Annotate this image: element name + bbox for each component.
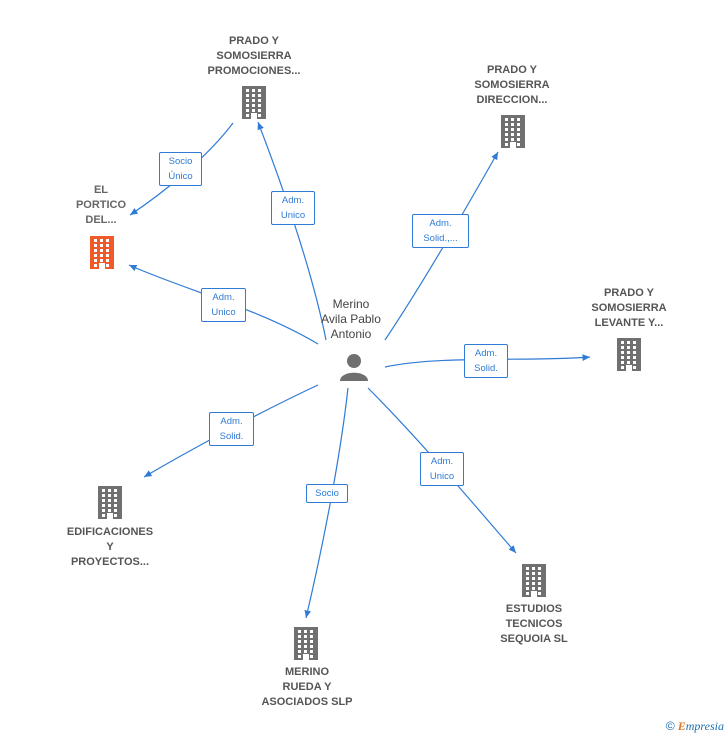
- building-icon[interactable]: [497, 114, 529, 148]
- edge-center-to-merino-rueda: [304, 387, 349, 619]
- relation-badge-edificaciones[interactable]: Adm. Solid.: [209, 412, 254, 446]
- relation-badge-prado-levante[interactable]: Adm. Solid.: [464, 344, 508, 378]
- company-label-edificaciones[interactable]: EDIFICACIONES Y PROYECTOS...: [66, 526, 154, 568]
- company-label-prado-direccion[interactable]: PRADO Y SOMOSIERRA DIRECCION...: [474, 64, 550, 106]
- company-label-el-portico[interactable]: EL PORTICO DEL...: [75, 184, 127, 226]
- building-icon[interactable]: [94, 485, 126, 519]
- building-icon[interactable]: [238, 85, 270, 119]
- person-icon[interactable]: [339, 352, 369, 382]
- empresia-footer[interactable]: © Empresia: [666, 719, 724, 734]
- center-person-label[interactable]: Merino Avila Pablo Antonio: [321, 297, 381, 341]
- relation-badge-prado-direccion[interactable]: Adm. Solid.,...: [412, 214, 469, 248]
- building-icon[interactable]: [86, 235, 118, 269]
- building-icon[interactable]: [290, 626, 322, 660]
- brand-initial: E: [677, 719, 686, 733]
- relation-badge-el-portico[interactable]: Socio Único: [159, 152, 202, 186]
- relation-badge-estudios[interactable]: Adm. Unico: [420, 452, 464, 486]
- relation-badge-merino-rueda[interactable]: Socio: [306, 484, 348, 503]
- copyright-icon: ©: [665, 719, 675, 733]
- company-label-merino-rueda[interactable]: MERINO RUEDA Y ASOCIADOS SLP: [261, 666, 353, 708]
- building-icon[interactable]: [518, 563, 550, 597]
- building-icon[interactable]: [613, 337, 645, 371]
- brand-name: mpresia: [685, 719, 724, 733]
- company-label-estudios[interactable]: ESTUDIOS TECNICOS SEQUOIA SL: [500, 603, 568, 645]
- relation-badge-el-portico[interactable]: Adm. Unico: [201, 288, 246, 322]
- relation-badge-prado-promociones[interactable]: Adm. Unico: [271, 191, 315, 225]
- company-label-prado-levante[interactable]: PRADO Y SOMOSIERRA LEVANTE Y...: [591, 287, 667, 329]
- edge-center-to-prado-promociones: [257, 121, 327, 341]
- company-label-prado-promociones[interactable]: PRADO Y SOMOSIERRA PROMOCIONES...: [207, 35, 301, 77]
